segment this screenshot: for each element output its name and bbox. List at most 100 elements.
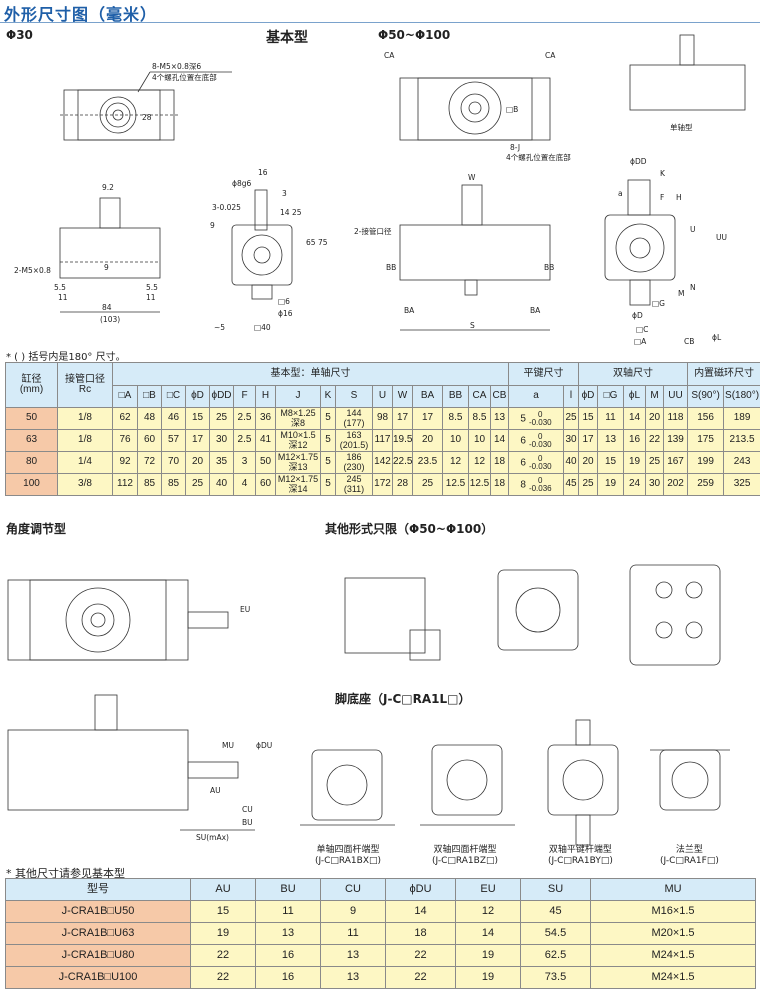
foot-title: 脚底座（J-C□RA1L□） xyxy=(335,692,471,706)
tolerance-lower: -0.030 xyxy=(528,461,552,471)
value-cell: 62.5 xyxy=(520,944,591,967)
value-cell: 85 xyxy=(161,473,186,496)
value-cell: M12×1.75 深14 xyxy=(275,473,321,496)
svg-text:4个螺孔位置在底部: 4个螺孔位置在底部 xyxy=(152,72,217,82)
value-cell: 16 xyxy=(255,966,321,989)
column-header: AU xyxy=(190,878,256,901)
column-header: ϕL xyxy=(623,385,646,408)
port-cell: 1/4 xyxy=(57,451,113,474)
value-cell: 22 xyxy=(385,966,456,989)
tolerance: 0-0.030 xyxy=(528,453,552,471)
svg-text:□G: □G xyxy=(652,299,665,308)
bore-cell: 80 xyxy=(5,451,58,474)
angle-top-view: EU xyxy=(7,579,250,661)
column-header: K xyxy=(320,385,336,408)
note-180: * ( ) 括号内是180° 尺寸。 xyxy=(6,352,126,363)
value-cell: M24×1.5 xyxy=(590,944,756,967)
value-cell: 3 xyxy=(233,451,256,474)
variant-code: (J-C□RA1BY□) xyxy=(548,856,613,866)
value-cell: M16×1.5 xyxy=(590,900,756,923)
svg-text:ϕDU: ϕDU xyxy=(256,741,272,750)
svg-text:4个螺孔位置在底部: 4个螺孔位置在底部 xyxy=(506,152,571,162)
column-header: MU xyxy=(590,878,756,901)
svg-text:EU: EU xyxy=(240,605,250,614)
svg-text:11: 11 xyxy=(58,293,68,302)
svg-text:14: 14 xyxy=(280,208,290,217)
column-header: U xyxy=(372,385,393,408)
other-types-title: 其他形式只限（Φ50~Φ100） xyxy=(325,522,494,536)
svg-text:a: a xyxy=(618,189,623,198)
value-cell: 92 xyxy=(112,451,138,474)
value-cell: 11 xyxy=(597,407,624,430)
basic-dimension-table: 缸径 (mm) 接管口径 Rc 基本型：单轴尺寸 平键尺寸 双轴尺寸 内置磁环尺… xyxy=(5,362,760,496)
value-cell: 325 xyxy=(723,473,760,496)
tolerance-lower: -0.036 xyxy=(528,483,552,493)
value-cell: M20×1.5 xyxy=(590,922,756,945)
value-cell: 199 xyxy=(687,451,725,474)
value-cell: 14 xyxy=(385,900,456,923)
column-header: ϕD xyxy=(185,385,210,408)
value-cell: 13 xyxy=(490,407,509,430)
value-cell: 163 (201.5) xyxy=(335,429,373,452)
svg-text:16: 16 xyxy=(258,168,268,177)
value-cell: 118 xyxy=(662,407,689,430)
svg-text:CA: CA xyxy=(545,51,556,60)
svg-text:9: 9 xyxy=(104,263,109,272)
column-header: BU xyxy=(255,878,321,901)
svg-text:11: 11 xyxy=(146,293,156,302)
variant-code: (J-C□RA1BX□) xyxy=(315,856,382,866)
svg-text:~5: ~5 xyxy=(214,323,225,332)
column-header: SU xyxy=(520,878,591,901)
value-cell: 20 xyxy=(412,429,443,452)
model-cell: J-CRA1B□U80 xyxy=(5,944,191,967)
note-other: * 其他尺寸请参见基本型 xyxy=(6,867,125,880)
variant-code: (J-C□RA1F□) xyxy=(660,856,719,866)
svg-text:2-接管口径: 2-接管口径 xyxy=(354,226,392,236)
value-cell: 144 (177) xyxy=(335,407,373,430)
svg-text:AU: AU xyxy=(210,786,221,795)
svg-text:BA: BA xyxy=(530,306,541,315)
column-header: S(180°) xyxy=(723,385,760,408)
tolerance-upper: 0 xyxy=(538,453,543,463)
svg-text:BU: BU xyxy=(242,818,253,827)
svg-text:M: M xyxy=(678,289,684,298)
svg-text:□40: □40 xyxy=(254,323,271,332)
value-cell: 46 xyxy=(161,407,186,430)
section-header: 外形尺寸图（毫米） xyxy=(0,0,760,24)
angle-type-drawings: EU MU ϕDU CU BU AU SU(mAx) xyxy=(7,564,730,846)
phi30-side-view: ϕ8g6 16 3 3-0.025 14 25 65 75 9 □6 ϕ16 □… xyxy=(210,168,328,332)
variant-caption: 法兰型(J-C□RA1F□) xyxy=(660,845,719,867)
svg-text:H: H xyxy=(676,193,682,202)
value-cell: 186 (230) xyxy=(335,451,373,474)
value-cell: 30 xyxy=(209,429,234,452)
value-cell: 14 xyxy=(455,922,521,945)
svg-text:N: N xyxy=(690,283,696,292)
variant-caption: 单轴四面杆端型(J-C□RA1BX□) xyxy=(315,845,381,867)
value-cell: 8.5 xyxy=(442,407,469,430)
svg-text:□6: □6 xyxy=(278,297,290,306)
model-cell: J-CRA1B□U100 xyxy=(5,966,191,989)
value-cell: 22 xyxy=(190,944,256,967)
column-header: ϕD xyxy=(578,385,598,408)
svg-text:W: W xyxy=(468,173,476,182)
basic-type-title: 基本型 xyxy=(266,30,308,46)
port-cell: 1/8 xyxy=(57,407,113,430)
variant-name: 单轴四面杆端型 xyxy=(316,845,380,855)
variant-name: 双轴平键杆端型 xyxy=(548,845,612,855)
value-cell: 22 xyxy=(385,944,456,967)
column-header: □A xyxy=(112,385,138,408)
angle-type-title: 角度调节型 xyxy=(6,522,67,536)
tolerance: 0-0.036 xyxy=(528,476,552,493)
value-cell: 30 xyxy=(645,473,664,496)
svg-text:BB: BB xyxy=(544,263,554,272)
svg-text:3-0.025: 3-0.025 xyxy=(212,203,241,212)
svg-text:S: S xyxy=(470,321,475,330)
svg-text:□A: □A xyxy=(634,337,647,345)
svg-text:9: 9 xyxy=(210,221,215,230)
value-cell: 213.5 xyxy=(723,429,760,452)
value-cell: 22 xyxy=(190,966,256,989)
model-cell: J-CRA1B□U50 xyxy=(5,900,191,923)
